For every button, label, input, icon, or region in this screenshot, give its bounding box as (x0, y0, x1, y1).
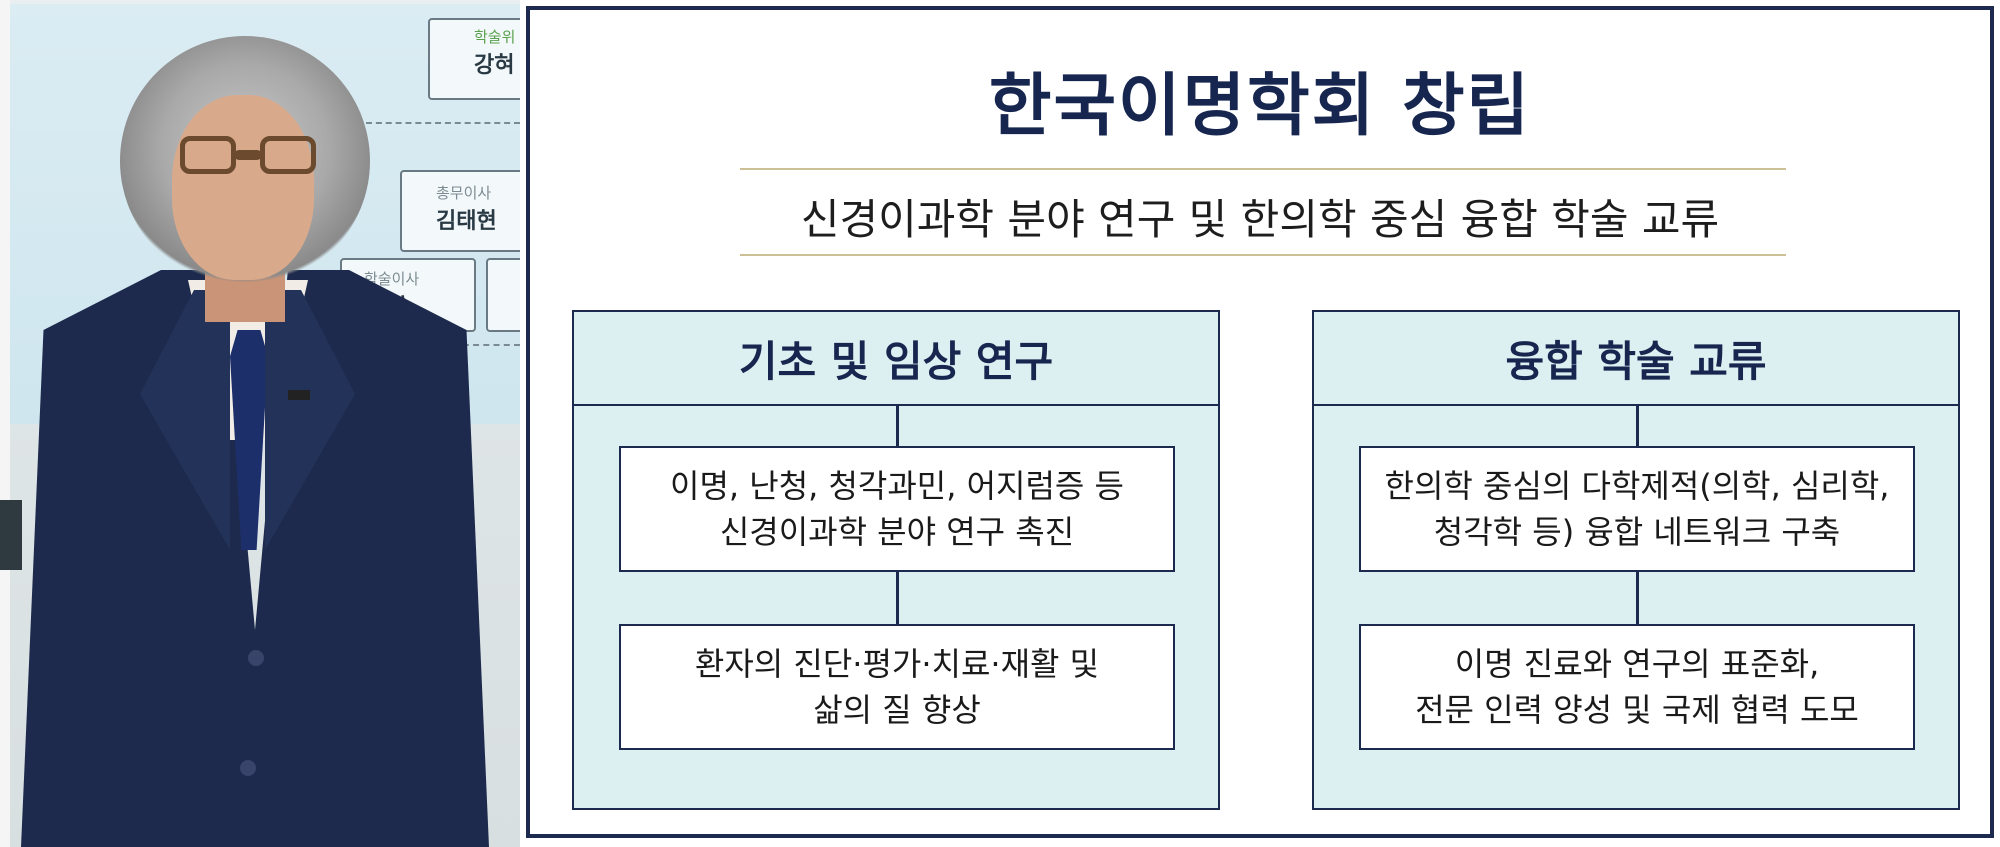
photo-edge (0, 0, 10, 847)
title-rule-top (740, 168, 1786, 170)
content-line: 한의학 중심의 다학제적(의학, 심리학, (1384, 467, 1890, 505)
content-line: 이명 진료와 연구의 표준화, (1454, 645, 1820, 683)
screen-box-label: 총무이사 (436, 184, 492, 202)
screen-dash-line (366, 122, 520, 124)
content-box: 이명 진료와 연구의 표준화, 전문 인력 양성 및 국제 협력 도모 (1359, 624, 1915, 750)
content-line: 신경이과학 분야 연구 촉진 (719, 513, 1075, 551)
face (172, 95, 314, 280)
content-box: 환자의 진단·평가·치료·재활 및 삶의 질 향상 (619, 624, 1175, 750)
content-line: 환자의 진단·평가·치료·재활 및 (694, 645, 1100, 683)
content-line: 전문 인력 양성 및 국제 협력 도모 (1415, 691, 1859, 729)
content-line: 삶의 질 향상 (813, 691, 981, 729)
lapel-microphone-icon (288, 390, 310, 400)
screen-box-label: 학술위 (474, 28, 516, 46)
title-rule-bottom (740, 254, 1786, 256)
screen-box-label: 학술이사 (364, 270, 420, 288)
column-heading: 융합 학술 교류 (1314, 312, 1958, 406)
screen-box-name: 강혀 (474, 53, 515, 78)
diagram-subtitle: 신경이과학 분야 연구 및 한의학 중심 융합 학술 교류 (800, 195, 1720, 244)
content-box: 이명, 난청, 청각과민, 어지럼증 등 신경이과학 분야 연구 촉진 (619, 446, 1175, 572)
connector-line (1636, 406, 1639, 446)
content-line: 청각학 등) 융합 네트워크 구축 (1433, 513, 1841, 551)
content-box: 한의학 중심의 다학제적(의학, 심리학, 청각학 등) 융합 네트워크 구축 (1359, 446, 1915, 572)
screen-box-2: 총무이사 김태현 (400, 170, 520, 252)
connector-line (1636, 572, 1639, 624)
connector-line (896, 406, 899, 446)
column-heading: 기초 및 임상 연구 (574, 312, 1218, 406)
column-convergence-exchange: 융합 학술 교류 한의학 중심의 다학제적(의학, 심리학, 청각학 등) 융합… (1312, 310, 1960, 810)
jacket-button (240, 760, 256, 776)
content-line: 이명, 난청, 청각과민, 어지럼증 등 (670, 467, 1124, 505)
background-object (0, 500, 22, 570)
speaker-photo: 학술위 강혀 총무이사 김태현 학술이사 ·유숙 (0, 0, 520, 847)
connector-line (896, 572, 899, 624)
screen-box-name: 김태현 (436, 209, 497, 234)
jacket-button (248, 650, 264, 666)
screen-box-4 (486, 258, 520, 332)
organization-diagram: 한국이명학회 창립 신경이과학 분야 연구 및 한의학 중심 융합 학술 교류 … (526, 6, 1994, 838)
glasses-icon (180, 136, 316, 178)
column-basic-clinical-research: 기초 및 임상 연구 이명, 난청, 청각과민, 어지럼증 등 신경이과학 분야… (572, 310, 1220, 810)
screen-box-1: 학술위 강혀 (428, 18, 520, 100)
diagram-title: 한국이명학회 창립 (988, 67, 1532, 146)
